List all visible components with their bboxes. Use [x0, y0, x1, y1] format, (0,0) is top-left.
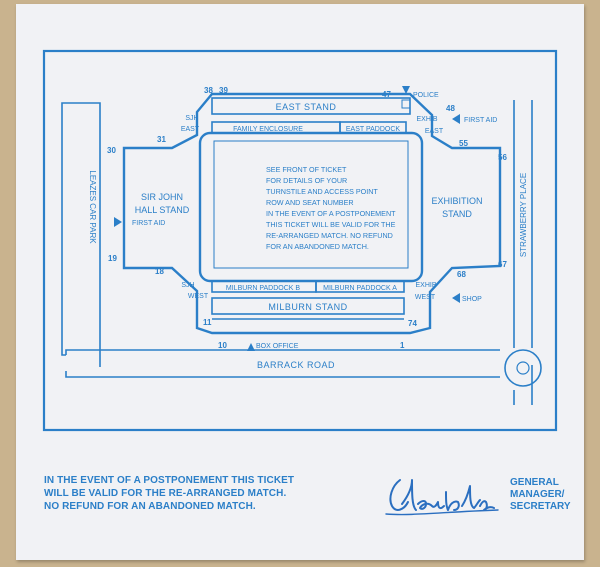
stadium-map: EAST STAND FAMILY ENCLOSURE EAST PADDOCK…: [42, 49, 558, 432]
east-stand-label: EAST STAND: [276, 102, 337, 112]
exhib-west-label-1: EXHIB: [415, 282, 436, 289]
exhib-east-label-2: EAST: [425, 128, 444, 135]
strawberry-place-label: STRAWBERRY PLACE: [519, 173, 528, 257]
signatory-line-3: SECRETARY: [510, 501, 571, 512]
first-aid-east-arrow-icon: [452, 114, 460, 124]
gate-74: 74: [408, 319, 417, 328]
pitch-inner: [213, 140, 409, 269]
gate-55: 55: [459, 139, 468, 148]
milburn-stand-block: [211, 297, 405, 315]
pitch-notice-line: ROW AND SEAT NUMBER: [266, 198, 354, 207]
pitch-notice-line: FOR AN ABANDONED MATCH.: [266, 242, 369, 251]
police-arrow-icon: [402, 86, 410, 94]
signatory-title: GENERAL MANAGER/ SECRETARY: [510, 477, 571, 513]
postponement-line-2: WILL BE VALID FOR THE RE-ARRANGED MATCH.: [44, 488, 287, 499]
roundabout: [504, 349, 542, 387]
gate-67: 67: [498, 260, 507, 269]
family-enclosure-label: FAMILY ENCLOSURE: [233, 126, 303, 133]
first-aid-west-arrow-icon: [114, 217, 122, 227]
gate-39: 39: [219, 86, 228, 95]
sir-john-hall-label-1: SIR JOHN: [141, 192, 183, 202]
box-office-arrow-icon: [247, 343, 255, 351]
shop-arrow-icon: [452, 293, 460, 303]
pitch-notice-line: FOR DETAILS OF YOUR: [266, 176, 347, 185]
gate-1: 1: [400, 341, 405, 350]
milburn-paddock-a-label: MILBURN PADDOCK A: [323, 285, 397, 292]
shop-label: SHOP: [462, 296, 482, 303]
stadium-outline: [122, 92, 502, 335]
east-paddock-label: EAST PADDOCK: [346, 126, 401, 133]
signature: [385, 479, 499, 516]
sjh-east-label-2: EAST: [181, 126, 200, 133]
gate-56: 56: [498, 153, 507, 162]
leazes-car-park-label: LEAZES CAR PARK: [88, 170, 97, 244]
barrack-road-bottom-edge: [65, 371, 500, 378]
exhibition-stand-label-1: EXHIBITION: [431, 196, 482, 206]
sir-john-hall-label-2: HALL STAND: [135, 205, 190, 215]
gate-31: 31: [157, 135, 166, 144]
signatory-line-2: MANAGER/: [510, 489, 565, 500]
pitch-notice-line: TURNSTILE AND ACCESS POINT: [266, 187, 378, 196]
exhibition-stand-label-2: STAND: [442, 209, 472, 219]
sjh-east-label-1: SJH: [185, 115, 198, 122]
barrack-road-label: BARRACK ROAD: [257, 360, 335, 370]
ticket: EAST STAND FAMILY ENCLOSURE EAST PADDOCK…: [16, 4, 584, 560]
postponement-line-1: IN THE EVENT OF A POSTPONEMENT THIS TICK…: [44, 475, 295, 486]
barrack-road-top-edge: [65, 349, 500, 355]
gate-10: 10: [218, 341, 227, 350]
gate-18: 18: [155, 267, 164, 276]
signatory-line-1: GENERAL: [510, 477, 559, 488]
map-frame: [42, 49, 558, 432]
milburn-stand-label: MILBURN STAND: [268, 302, 347, 312]
pitch-notice-line: SEE FRONT OF TICKET: [266, 165, 347, 174]
exhib-west-label-2: WEST: [415, 294, 436, 301]
postponement-line-3: NO REFUND FOR AN ABANDONED MATCH.: [44, 501, 256, 512]
postponement-notice: IN THE EVENT OF A POSTPONEMENT THIS TICK…: [44, 474, 294, 513]
box-office-label: BOX OFFICE: [256, 343, 299, 350]
first-aid-west-label: FIRST AID: [132, 220, 165, 227]
gate-48: 48: [446, 104, 455, 113]
milburn-paddock-b-label: MILBURN PADDOCK B: [226, 285, 300, 292]
roundabout-centre: [516, 361, 530, 375]
sjh-west-label-1: SJH: [181, 282, 194, 289]
exhib-east-label-1: EXHIB: [416, 116, 437, 123]
sjh-west-label-2: WEST: [188, 293, 209, 300]
pitch-notice-line: THIS TICKET WILL BE VALID FOR THE: [266, 220, 396, 229]
east-stand-gate-box: [401, 99, 411, 109]
gate-38: 38: [204, 86, 213, 95]
gate-47: 47: [382, 90, 391, 99]
pitch-notice-line: RE-ARRANGED MATCH. NO REFUND: [266, 231, 393, 240]
pitch-notice-line: IN THE EVENT OF A POSTPONEMENT: [266, 209, 396, 218]
gate-30: 30: [107, 146, 116, 155]
leazes-car-park-outline: [61, 102, 101, 367]
gate-11: 11: [203, 318, 212, 327]
gate-19: 19: [108, 254, 117, 263]
police-label: POLICE: [413, 92, 439, 99]
pitch-outer: [198, 131, 424, 283]
first-aid-east-label: FIRST AID: [464, 117, 497, 124]
gate-68: 68: [457, 270, 466, 279]
